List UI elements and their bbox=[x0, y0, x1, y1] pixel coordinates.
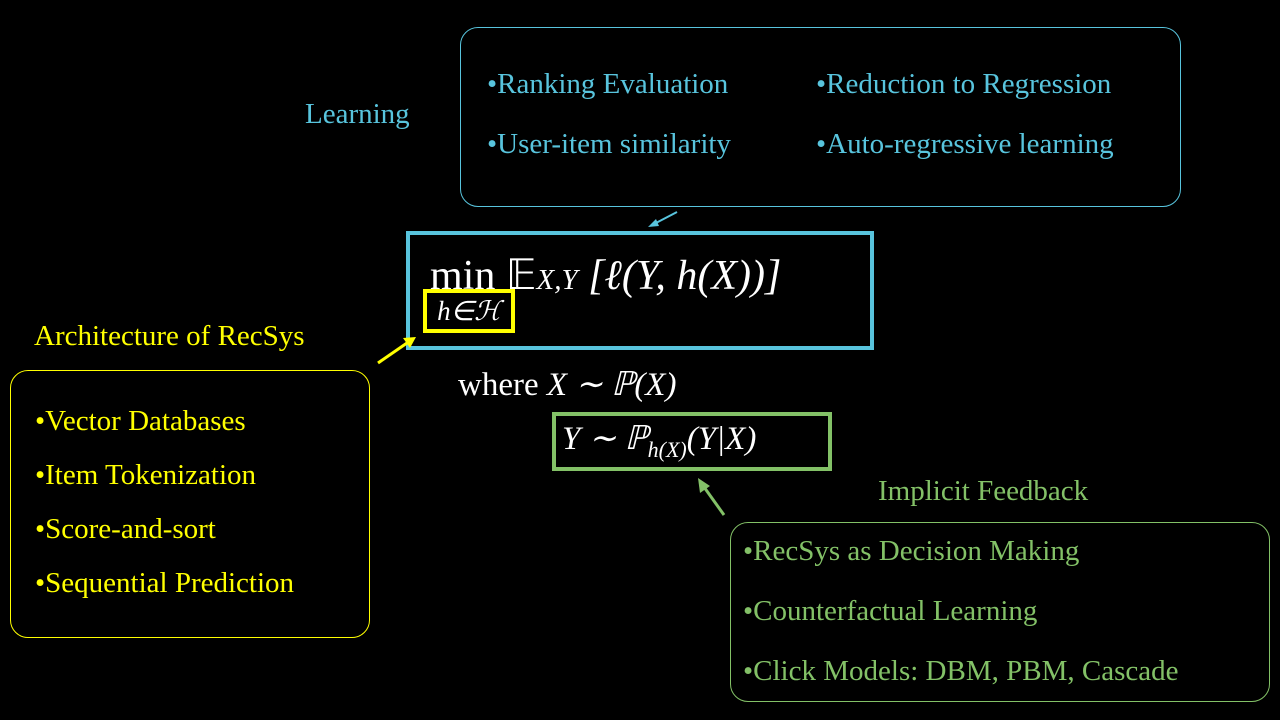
where-clause: where X ∼ ℙ(X) bbox=[458, 364, 676, 404]
feedback-box: •RecSys as Decision Making •Counterfactu… bbox=[730, 522, 1270, 702]
learning-item: •User-item similarity bbox=[487, 128, 731, 160]
learning-box: •Ranking Evaluation •Reduction to Regres… bbox=[460, 27, 1181, 207]
feedback-arrow-icon bbox=[698, 478, 726, 516]
feedback-title: Implicit Feedback bbox=[878, 475, 1089, 507]
architecture-item: •Item Tokenization bbox=[35, 459, 256, 491]
architecture-item: •Vector Databases bbox=[35, 405, 246, 437]
y-distribution: Y ∼ ℙh(X)(Y|X) bbox=[562, 418, 756, 463]
hypothesis-constraint: h∈ℋ bbox=[423, 289, 515, 333]
feedback-item: •RecSys as Decision Making bbox=[743, 535, 1080, 567]
learning-item: •Auto-regressive learning bbox=[816, 128, 1114, 160]
y-distribution-box bbox=[552, 412, 832, 471]
feedback-item: •Click Models: DBM, PBM, Cascade bbox=[743, 655, 1179, 687]
y-lhs: Y ∼ ℙ bbox=[562, 421, 648, 457]
architecture-item: •Score-and-sort bbox=[35, 513, 216, 545]
learning-arrow-icon bbox=[648, 211, 678, 227]
constraint-text: h∈ℋ bbox=[437, 296, 501, 326]
x-distribution: X ∼ ℙ(X) bbox=[546, 367, 677, 403]
y-subscript: h(X) bbox=[647, 437, 687, 462]
feedback-item: •Counterfactual Learning bbox=[743, 595, 1038, 627]
learning-item: •Ranking Evaluation bbox=[487, 68, 729, 100]
y-rhs: (Y|X) bbox=[686, 421, 757, 457]
learning-title: Learning bbox=[305, 98, 410, 130]
where-label: where bbox=[458, 367, 539, 403]
learning-item: •Reduction to Regression bbox=[816, 68, 1112, 100]
objective-formula: min 𝔼X,Y [ℓ(Y, h(X))] bbox=[430, 250, 781, 300]
loss-term: [ℓ(Y, h(X))] bbox=[588, 253, 782, 299]
architecture-title: Architecture of RecSys bbox=[34, 320, 305, 352]
architecture-box: •Vector Databases •Item Tokenization •Sc… bbox=[10, 370, 370, 638]
expectation-subscript: X,Y bbox=[536, 264, 578, 296]
architecture-item: •Sequential Prediction bbox=[35, 567, 295, 599]
objective-box bbox=[406, 231, 874, 350]
architecture-arrow-icon bbox=[377, 337, 416, 365]
